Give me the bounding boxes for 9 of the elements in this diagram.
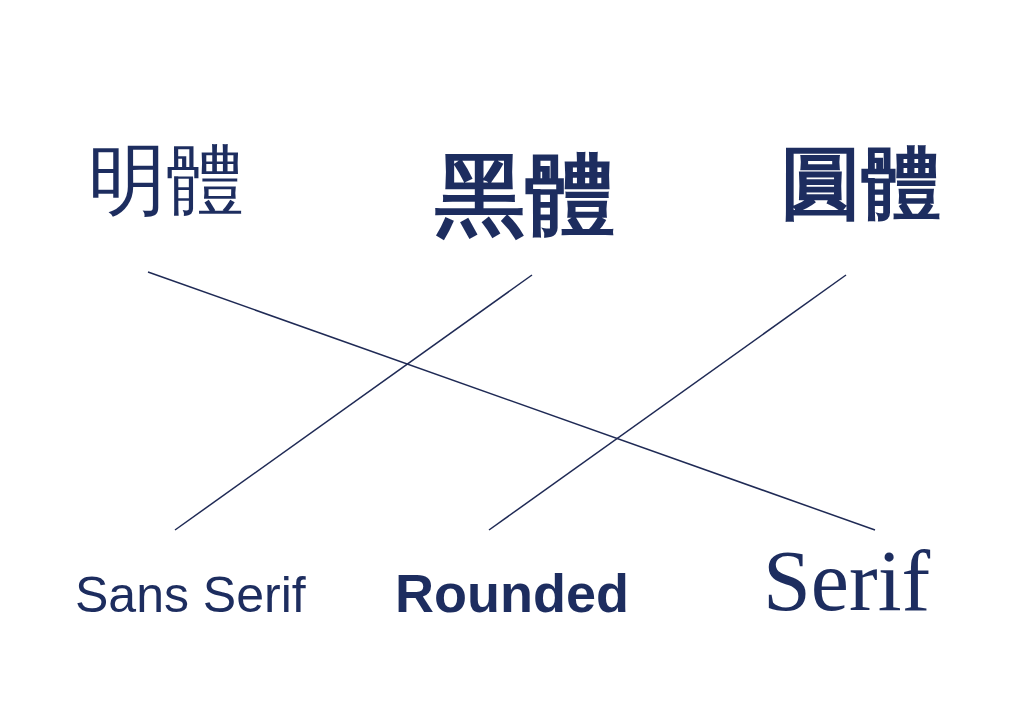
typeface-label: 圓體 <box>781 144 941 275</box>
typeface-label: Serif <box>763 530 931 624</box>
typeface-label: 明體 <box>88 142 244 272</box>
typeface-label: Rounded <box>395 530 629 620</box>
typeface-label: 黑體 <box>435 150 615 275</box>
connector-line <box>147 271 876 531</box>
typeface-label: Sans Serif <box>75 530 306 620</box>
connector-line <box>174 274 533 531</box>
connector-line <box>488 274 847 531</box>
